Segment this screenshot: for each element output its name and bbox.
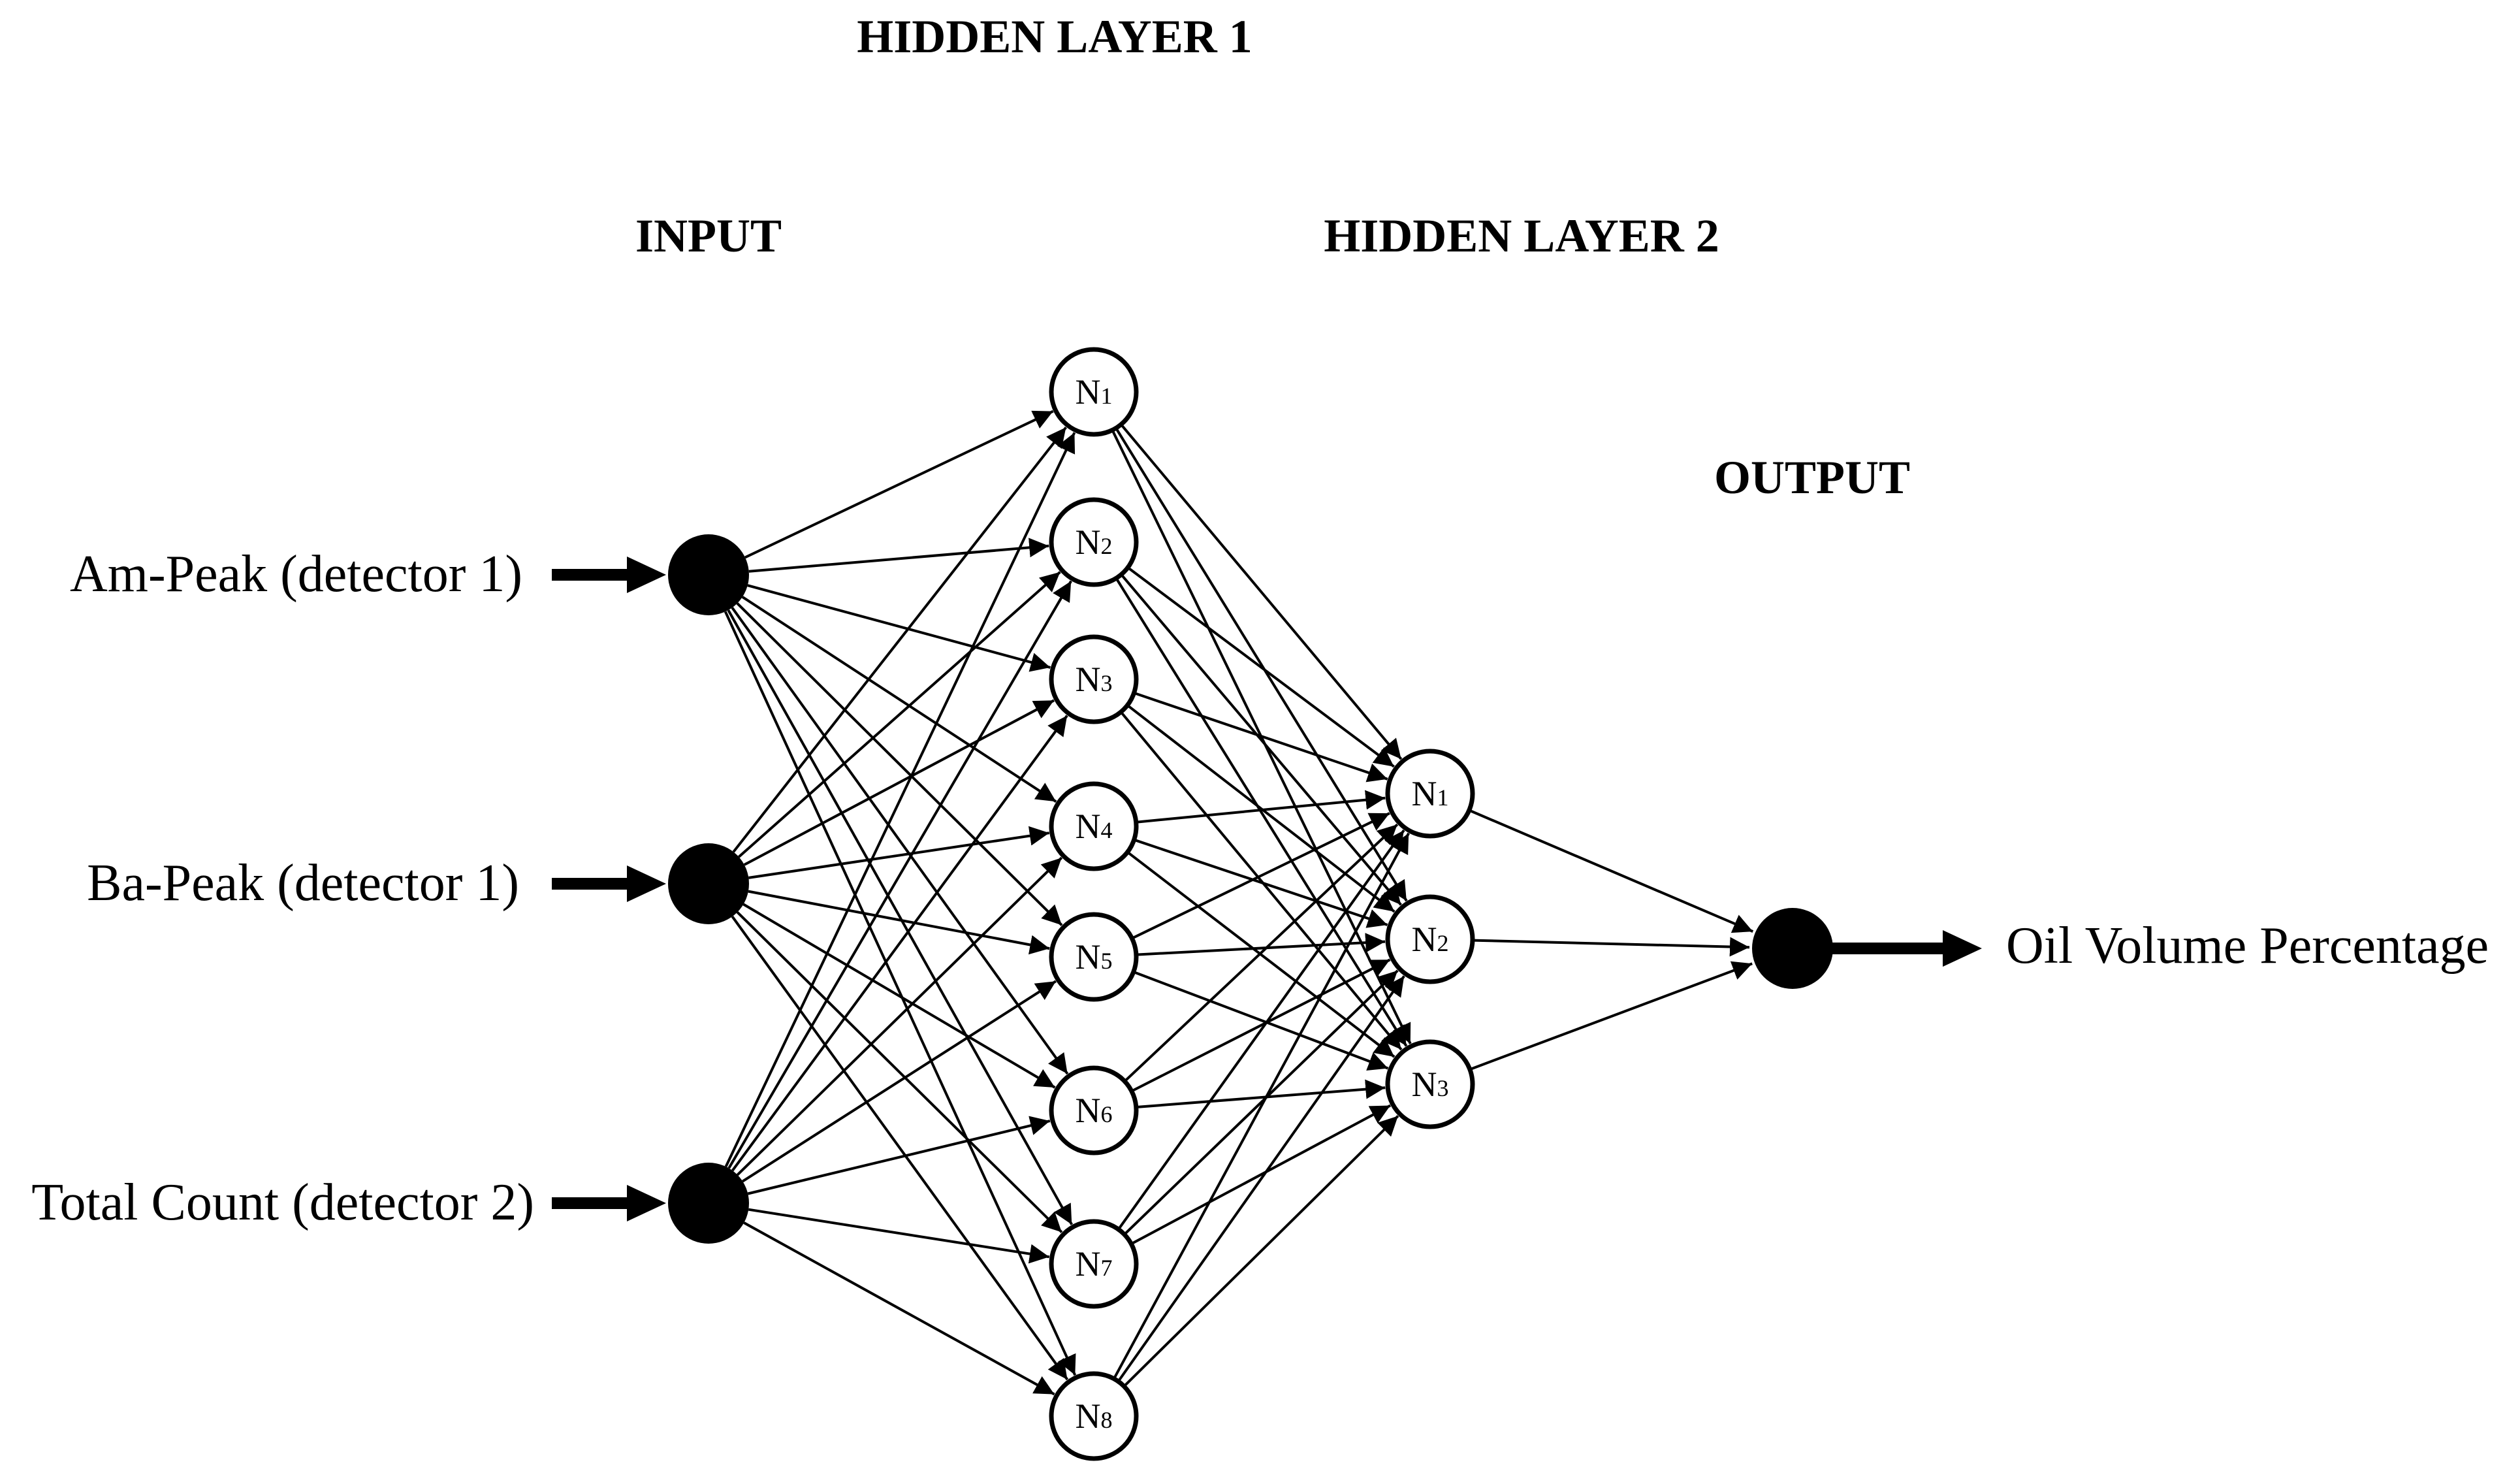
input-label: Total Count (detector 2) <box>31 1174 534 1231</box>
io-arrows <box>552 557 1982 1221</box>
output-layer: Oil Volume Percentage <box>1752 908 2489 989</box>
connection-input-hidden1 <box>741 596 1057 803</box>
hidden-layer-1: N1 N2 N3 N4 N5 N6 N7 N8 <box>1049 347 1139 1461</box>
connection-hidden1-hidden2 <box>1136 790 1386 824</box>
input-node-2: Ba-Peak (detector 1) <box>87 843 749 924</box>
connection-hidden1-hidden2 <box>1120 573 1402 906</box>
connection-hidden1-hidden2 <box>1123 1115 1399 1387</box>
input-label: Am-Peak (detector 1) <box>70 545 522 603</box>
connection-hidden1-hidden2 <box>1115 427 1408 902</box>
connection-input-hidden1 <box>748 1208 1050 1264</box>
output-layer-title: OUTPUT <box>1714 451 1910 504</box>
connection-hidden1-hidden2 <box>1113 832 1410 1380</box>
connection-input-hidden1 <box>748 890 1050 955</box>
node-label: N2 <box>1076 523 1113 562</box>
node-label: N3 <box>1076 660 1113 699</box>
hidden2-node-1: N1 <box>1385 749 1475 839</box>
connection-input-hidden1 <box>727 609 1074 1225</box>
node-label: N4 <box>1076 807 1113 846</box>
connection-hidden1-hidden2 <box>1120 423 1403 760</box>
connection-input-hidden1 <box>748 538 1049 573</box>
output-node-circle <box>1752 908 1833 989</box>
input-node-circle <box>668 843 749 924</box>
hidden1-node-4: N4 <box>1049 781 1139 871</box>
connection-hidden1-hidden2 <box>1130 1104 1392 1246</box>
connection-input-hidden1 <box>747 584 1051 672</box>
input-node-circle <box>668 534 749 615</box>
connection-input-hidden1 <box>742 980 1057 1183</box>
hidden1-node-1: N1 <box>1049 347 1139 437</box>
node-label: N7 <box>1076 1244 1113 1283</box>
hidden1-node-8: N8 <box>1049 1371 1139 1461</box>
connection-input-hidden1 <box>736 911 1063 1233</box>
connection-input-hidden1 <box>748 826 1050 879</box>
connection-hidden1-hidden2 <box>1117 829 1405 1231</box>
input-node-circle <box>668 1163 749 1244</box>
connection-input-hidden1 <box>743 699 1055 866</box>
connection-input-hidden1 <box>736 856 1063 1176</box>
hidden-layer-1-title: HIDDEN LAYER 1 <box>857 10 1252 63</box>
node-label: N8 <box>1076 1396 1113 1436</box>
input-label: Ba-Peak (detector 1) <box>87 854 519 912</box>
connection-hidden1-hidden2 <box>1115 577 1408 1047</box>
connection-input-hidden1 <box>738 571 1061 858</box>
connection-hidden2-output <box>1469 961 1753 1071</box>
connection-input-hidden1 <box>724 611 1077 1376</box>
connection-input-hidden1 <box>731 916 1069 1381</box>
output-label: Oil Volume Percentage <box>2006 917 2489 975</box>
input-arrow-3-head <box>627 1185 666 1221</box>
input-layer-title: INPUT <box>635 210 782 262</box>
connection-hidden1-hidden2 <box>1126 566 1395 768</box>
connection-input-hidden1 <box>744 410 1054 559</box>
input-node-1: Am-Peak (detector 1) <box>70 534 749 615</box>
connection-input-hidden1 <box>742 903 1056 1089</box>
node-label: N1 <box>1076 372 1113 412</box>
connection-hidden1-hidden2 <box>1136 1079 1386 1108</box>
connection-hidden2-output <box>1469 809 1754 933</box>
input-layer: Am-Peak (detector 1) Ba-Peak (detector 1… <box>31 534 749 1244</box>
connection-input-hidden1 <box>731 715 1068 1172</box>
connection-hidden1-hidden2 <box>1133 692 1388 783</box>
connection-hidden1-hidden2 <box>1131 812 1390 940</box>
connection-hidden2-output <box>1472 937 1750 957</box>
connection-hidden1-hidden2 <box>1123 823 1399 1082</box>
connection-hidden1-hidden2 <box>1133 838 1388 928</box>
hidden2-node-3: N3 <box>1385 1039 1475 1129</box>
hidden1-node-7: N7 <box>1049 1219 1139 1309</box>
node-label: N1 <box>1412 774 1449 813</box>
connection-input-hidden1 <box>747 1116 1051 1195</box>
connection-input-hidden1 <box>727 580 1072 1169</box>
hidden-layer-2-title: HIDDEN LAYER 2 <box>1324 210 1719 262</box>
hidden1-node-6: N6 <box>1049 1065 1139 1155</box>
hidden1-node-2: N2 <box>1049 497 1139 587</box>
node-label: N2 <box>1412 920 1449 959</box>
input-arrow-2-head <box>627 865 666 902</box>
connection-hidden1-hidden2 <box>1126 704 1396 913</box>
node-label: N3 <box>1412 1065 1449 1104</box>
connection-input-hidden1 <box>724 432 1076 1167</box>
hidden-layer-2: N1 N2 N3 <box>1385 749 1475 1129</box>
hidden2-node-2: N2 <box>1385 894 1475 984</box>
connection-input-hidden1 <box>743 1221 1055 1396</box>
connection-hidden1-hidden2 <box>1123 969 1399 1236</box>
connection-hidden1-hidden2 <box>1133 971 1389 1071</box>
output-arrow-head <box>1943 930 1982 967</box>
hidden1-node-3: N3 <box>1049 634 1139 724</box>
connection-hidden1-hidden2 <box>1119 711 1403 1051</box>
input-node-3: Total Count (detector 2) <box>31 1163 749 1244</box>
connection-input-hidden1 <box>736 602 1063 926</box>
connection-input-hidden1 <box>732 427 1067 853</box>
hidden1-node-5: N5 <box>1049 912 1139 1002</box>
connection-hidden1-hidden2 <box>1117 975 1405 1383</box>
input-arrow-1-head <box>627 557 666 593</box>
node-label: N6 <box>1076 1091 1113 1130</box>
node-label: N5 <box>1076 937 1113 977</box>
connection-hidden1-hidden2 <box>1136 933 1386 956</box>
connection-lines <box>724 410 1754 1396</box>
connection-hidden1-hidden2 <box>1130 958 1391 1093</box>
connection-input-hidden1 <box>731 607 1069 1075</box>
